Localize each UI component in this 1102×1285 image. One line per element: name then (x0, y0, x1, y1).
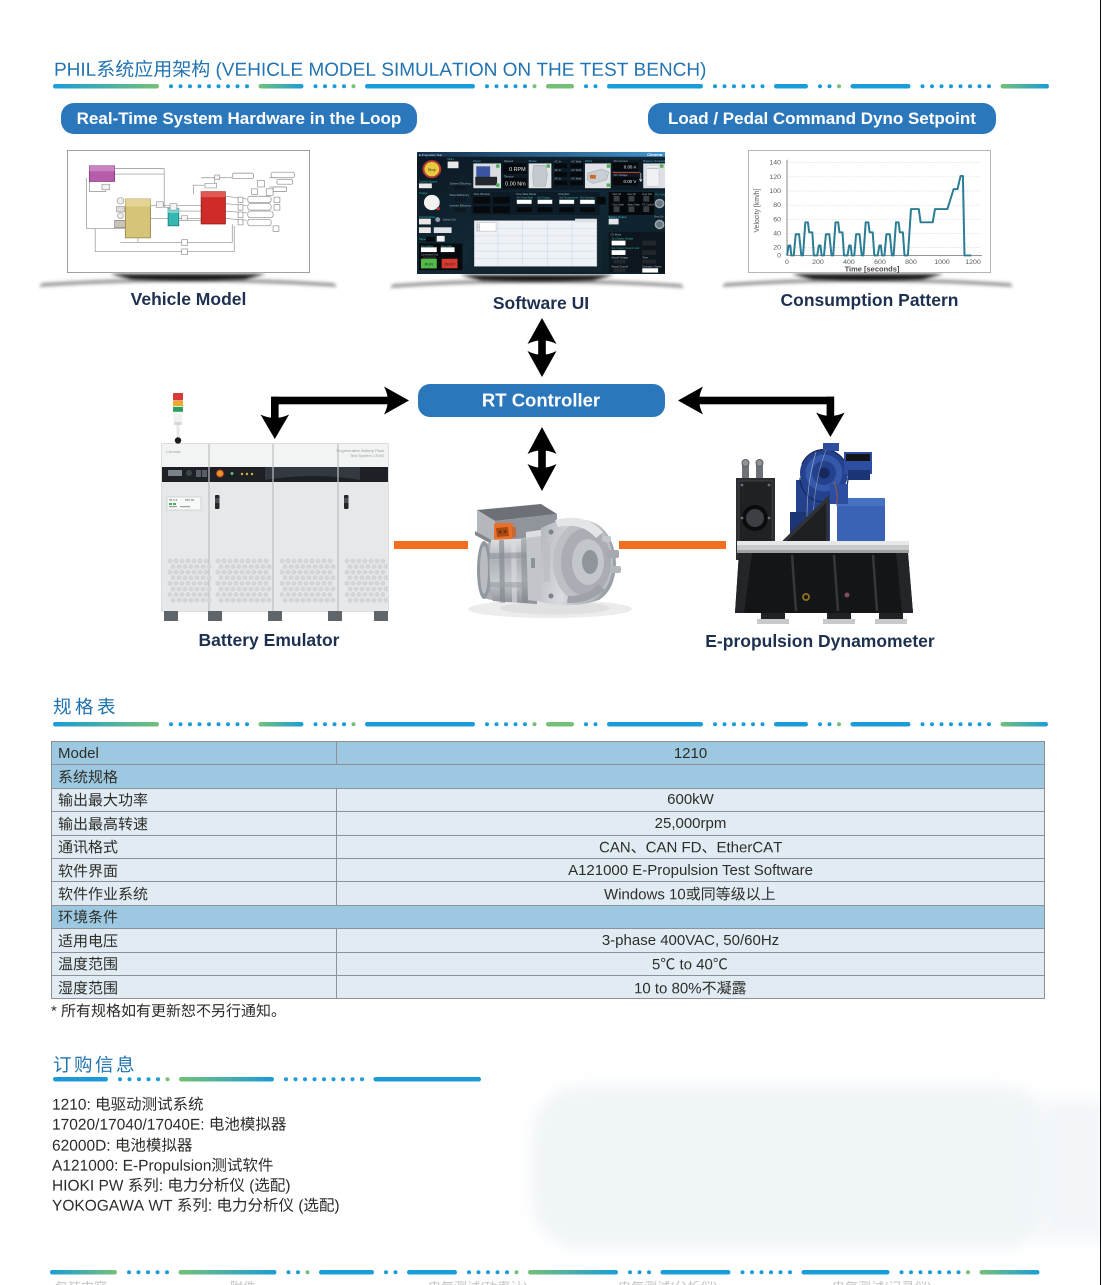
svg-text:Set Temperature: Set Temperature (559, 197, 578, 200)
svg-text:0.00 V: 0.00 V (624, 179, 637, 184)
svg-text:400: 400 (843, 259, 855, 266)
svg-text:20: 20 (773, 245, 781, 252)
svg-text:AC Watt: AC Watt (571, 177, 581, 181)
svg-text:Torque: Torque (504, 174, 514, 178)
svg-text:Test System 17040: Test System 17040 (350, 453, 385, 458)
svg-text:1000: 1000 (934, 259, 950, 266)
svg-text:80: 80 (773, 202, 781, 209)
svg-text:AC Watt: AC Watt (571, 168, 581, 172)
svg-text:RUN: RUN (425, 261, 434, 266)
svg-text:Torque: Torque (419, 191, 428, 195)
svg-text:Chamber: Chamber (558, 192, 569, 196)
svg-text:DC Current: DC Current (614, 159, 628, 163)
svg-text:MCU: MCU (585, 159, 592, 163)
svg-text:PC Control: PC Control (642, 203, 654, 206)
svg-text:Set Humidity: Set Humidity (580, 197, 595, 200)
svg-text:Door Fail: Door Fail (642, 194, 652, 196)
svg-text:800: 800 (905, 259, 917, 266)
svg-text:View Ctrl: View Ctrl (654, 215, 664, 218)
svg-text:AC Watt: AC Watt (571, 160, 581, 164)
svg-text:Set Output Voltage: Set Output Voltage (612, 238, 634, 241)
svg-text:Command: Command (421, 245, 433, 248)
svg-text:Velocity [km/h]: Velocity [km/h] (754, 188, 761, 232)
svg-text:Motor: Motor (529, 159, 537, 163)
svg-text:140: 140 (769, 160, 781, 167)
svg-text:0 RPM: 0 RPM (509, 167, 526, 173)
svg-text:888 88: 888 88 (185, 498, 195, 502)
svg-text:Set Time Rate: Set Time Rate (517, 197, 534, 200)
svg-text:100: 100 (769, 188, 781, 195)
svg-text:Motor Efficiency: Motor Efficiency (450, 193, 470, 197)
svg-text:Battery Output: Battery Output (609, 215, 627, 219)
svg-text:Set Torque: Set Torque (538, 197, 551, 200)
svg-text:Alarm State: Alarm State (627, 203, 640, 206)
svg-text:Chroma: Chroma (647, 152, 663, 157)
svg-text:DC Voltage: DC Voltage (614, 173, 628, 177)
svg-text:Time Rate Mode: Time Rate Mode (516, 192, 537, 196)
svg-text:RT Controller: RT Controller (482, 390, 600, 411)
svg-text:Door Alt: Door Alt (613, 193, 622, 196)
svg-text:E-Propulsion Test: E-Propulsion Test (419, 153, 442, 157)
svg-text:CV Mode: CV Mode (611, 233, 622, 236)
svg-text:0: 0 (785, 259, 789, 266)
svg-text:Dyno: Dyno (473, 159, 481, 163)
svg-text:Stop: Stop (428, 167, 436, 172)
svg-text:0: 0 (777, 252, 781, 259)
svg-text:AC In: AC In (554, 168, 561, 172)
svg-text:Time: Time (642, 257, 648, 260)
svg-text:System Efficiency: System Efficiency (450, 181, 472, 185)
svg-text:Speed: Speed (419, 237, 427, 241)
svg-text:Control Source: Control Source (419, 180, 438, 184)
svg-text:Command Unit: Command Unit (421, 253, 438, 256)
svg-text:Actual Current: Actual Current (612, 265, 629, 268)
svg-text:Control Mode: Control Mode (419, 215, 436, 219)
svg-text:Slew Rate: Slew Rate (441, 245, 453, 248)
svg-text:60: 60 (773, 216, 781, 223)
svg-text:Actual Voltage: Actual Voltage (612, 257, 629, 260)
svg-text:200: 200 (812, 259, 824, 266)
svg-text:Chroma: Chroma (166, 449, 181, 454)
svg-text:Battery Simulator: Battery Simulator (643, 159, 665, 163)
svg-text:600: 600 (874, 259, 886, 266)
svg-text:Regenerative Battery Pack: Regenerative Battery Pack (336, 448, 384, 453)
svg-text:N.A.I: N.A.I (448, 157, 454, 161)
svg-text:120: 120 (769, 174, 781, 181)
svg-text:Set Output Current Limit: Set Output Current Limit (612, 247, 640, 250)
svg-text:0.00 A: 0.00 A (624, 165, 637, 170)
svg-text:0.00 Nm: 0.00 Nm (505, 181, 526, 187)
svg-text:Time [seconds]: Time [seconds] (845, 265, 900, 273)
svg-text:ZERO: ZERO (444, 261, 455, 266)
svg-text:AC In: AC In (554, 160, 561, 164)
svg-text:Operation Status: Operation Status (642, 265, 662, 268)
svg-text:Time Window: Time Window (473, 192, 490, 196)
svg-text:Door State: Door State (613, 203, 625, 206)
svg-text:Inverter Efficiency: Inverter Efficiency (450, 203, 472, 207)
svg-text:88 8.8: 88 8.8 (169, 498, 178, 502)
svg-text:Switch Ctrl: Switch Ctrl (443, 218, 457, 222)
svg-text:Speed: Speed (504, 159, 513, 163)
svg-text:Door Alt: Door Alt (627, 193, 636, 196)
svg-text:PLC View Ctrl: PLC View Ctrl (655, 193, 665, 196)
svg-text:AC In: AC In (554, 177, 561, 181)
svg-text:40: 40 (773, 230, 781, 237)
svg-text:1200: 1200 (965, 259, 981, 266)
